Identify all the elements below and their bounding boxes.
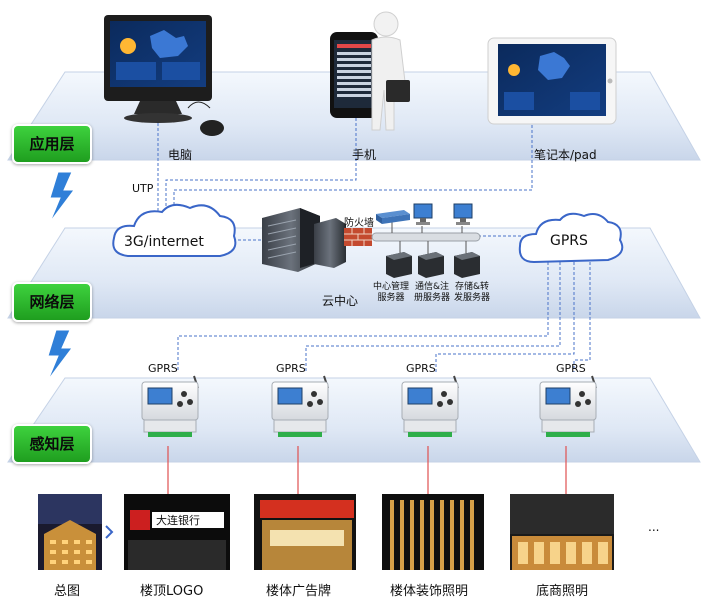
control-terminal-icon <box>401 375 459 437</box>
photo-overview <box>38 494 102 570</box>
perception-layer-tag: 感知层 <box>12 424 92 464</box>
internet-cloud-icon <box>112 203 237 257</box>
terminal-gprs-label-3: GPRS <box>406 362 436 375</box>
server-bus <box>371 222 481 254</box>
management-server-icon <box>386 252 412 278</box>
phone-icon <box>330 32 378 118</box>
tablet-icon <box>487 37 617 125</box>
caption-overview: 总图 <box>54 584 81 599</box>
network-switch-icon <box>376 210 410 224</box>
pc-monitor-icon <box>104 15 212 123</box>
control-terminal-icon <box>141 375 199 437</box>
gprs-terminal-link-4 <box>573 262 591 372</box>
wireless-bolt-icon <box>49 171 75 223</box>
workstation-icon <box>453 203 473 225</box>
firewall-label: 防火墙 <box>344 218 374 229</box>
gprs-cloud-label: GPRS <box>550 233 588 249</box>
network-layer-tag: 网络层 <box>12 282 92 322</box>
more-ellipsis: ... <box>648 520 660 534</box>
caption-storefront: 底商照明 <box>536 584 589 599</box>
application-layer-tag: 应用层 <box>12 124 92 164</box>
gprs-terminal-link-3 <box>435 262 575 372</box>
photo-billboard <box>254 494 356 570</box>
tablet-label: 笔记本/pad <box>534 148 597 162</box>
storage-server-icon <box>454 252 480 278</box>
storage-server-label: 存储&转发服务器 <box>453 282 490 303</box>
photo-building-facade <box>382 494 484 570</box>
firewall-icon <box>344 228 372 246</box>
businessman-figure <box>371 11 410 131</box>
terminal-gprs-label-1: GPRS <box>148 362 178 375</box>
pc-label: 电脑 <box>168 148 193 162</box>
caption-billboard: 楼体广告牌 <box>266 584 332 599</box>
gprs-terminal-link-2 <box>305 262 561 372</box>
wireless-bolt-icon <box>47 329 73 381</box>
management-server-label: 中心管理服务器 <box>372 282 409 303</box>
registration-server-label: 通信&注册服务器 <box>413 282 450 303</box>
photo-storefront <box>510 494 614 570</box>
bank-sign-text: 大连银行 <box>156 514 200 527</box>
utp-label: UTP <box>132 182 154 195</box>
tablet-link <box>173 125 533 214</box>
phone-label: 手机 <box>352 148 377 162</box>
phone-link <box>165 118 357 214</box>
gprs-terminal-link-1 <box>177 262 549 372</box>
cloud-center-label: 云中心 <box>322 294 359 308</box>
internet-label: 3G/internet <box>124 234 204 250</box>
terminal-gprs-label-4: GPRS <box>556 362 586 375</box>
registration-server-icon <box>418 252 444 278</box>
gprs-cloud-icon <box>518 212 624 264</box>
terminal-gprs-label-2: GPRS <box>276 362 306 375</box>
control-terminal-icon <box>271 375 329 437</box>
caption-rooftop-logo: 楼顶LOGO <box>140 584 204 599</box>
mouse-icon <box>187 101 224 136</box>
server-rack-icon <box>262 208 346 272</box>
control-terminal-icon <box>539 375 597 437</box>
workstation-icon <box>413 203 433 225</box>
caption-building-facade: 楼体装饰照明 <box>390 584 469 599</box>
chevron-right-icon <box>105 525 114 539</box>
photo-rooftop-logo <box>124 494 230 570</box>
